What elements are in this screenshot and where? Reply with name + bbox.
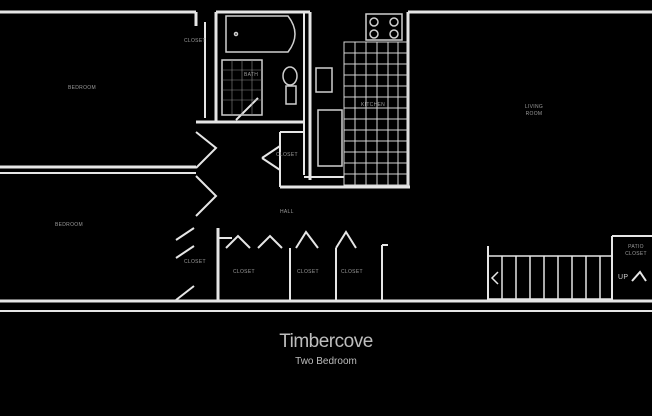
door-hall-closet <box>261 145 281 171</box>
room-label-closet-top: Closet <box>184 38 206 44</box>
kitchen-floor-grid <box>343 41 409 186</box>
door-bath <box>235 97 259 121</box>
refrigerator <box>317 109 343 167</box>
room-label-bath: Bath <box>244 72 259 78</box>
toilet <box>282 66 298 86</box>
room-label-hall: Hall <box>280 209 294 215</box>
door-patio <box>631 270 647 282</box>
room-label-closet-hall-1: Closet <box>233 269 255 275</box>
plan-subtitle: Two Bedroom <box>295 356 357 367</box>
up-marker: UP <box>618 274 629 281</box>
door-closet-4 <box>335 230 357 249</box>
stairs <box>488 255 612 300</box>
door-closet-2 <box>257 234 283 249</box>
room-label-patio: Patio Closet <box>625 244 647 257</box>
room-label-closet-hall: Closet <box>276 152 298 158</box>
stove <box>365 13 403 41</box>
room-label-closet-bedroom: Closet <box>184 259 206 265</box>
room-label-kitchen: Kitchen <box>361 102 386 108</box>
sink <box>315 67 333 93</box>
room-label-bedroom-2: Bedroom <box>55 222 83 228</box>
room-label-living-room: Living Room <box>524 104 544 117</box>
room-label-closet-hall-2: Closet <box>297 269 319 275</box>
plan-title: Timbercove <box>279 331 373 352</box>
door-bedroom-2 <box>195 175 218 217</box>
bathtub <box>225 15 296 53</box>
tub-drain <box>233 31 239 37</box>
toilet-tank <box>285 85 297 105</box>
door-bedroom-1 <box>195 131 218 169</box>
door-linen-closet <box>175 227 195 301</box>
room-label-closet-hall-3: Closet <box>341 269 363 275</box>
room-label-bedroom-1: Bedroom <box>68 85 96 91</box>
door-closet-1 <box>225 234 251 249</box>
door-closet-3 <box>295 230 319 249</box>
